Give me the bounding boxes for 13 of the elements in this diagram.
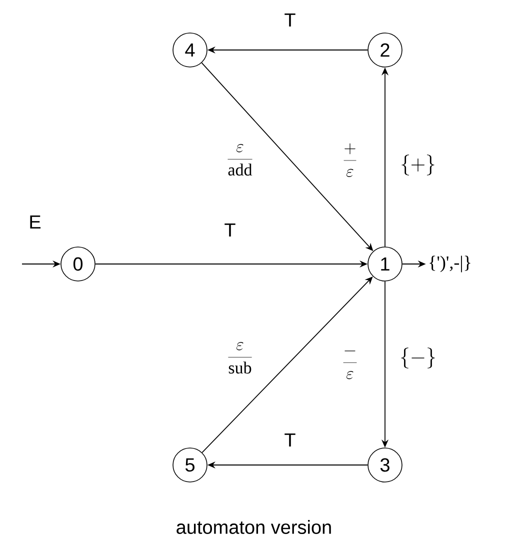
edge-label: $\frac{\varepsilon}{\mathrm{sub}}$: [228, 342, 252, 374]
set-label: $\{-\}$: [401, 348, 435, 368]
edge-label: $\frac{\varepsilon}{\mathrm{add}}$: [228, 144, 252, 176]
edge-label: $\frac{+}{\varepsilon}$: [344, 143, 356, 177]
edge-label: E: [30, 215, 41, 229]
edge-label: T: [224, 223, 236, 237]
edge-label: $\frac{-}{\varepsilon}$: [343, 350, 357, 380]
arrow: [202, 276, 373, 453]
output-set: {')',-|}: [430, 256, 470, 272]
edge-label: T: [284, 13, 296, 27]
caption: automaton version: [176, 520, 331, 534]
set-label: $\{+\}$: [402, 154, 434, 176]
edge-label: T: [284, 433, 296, 447]
